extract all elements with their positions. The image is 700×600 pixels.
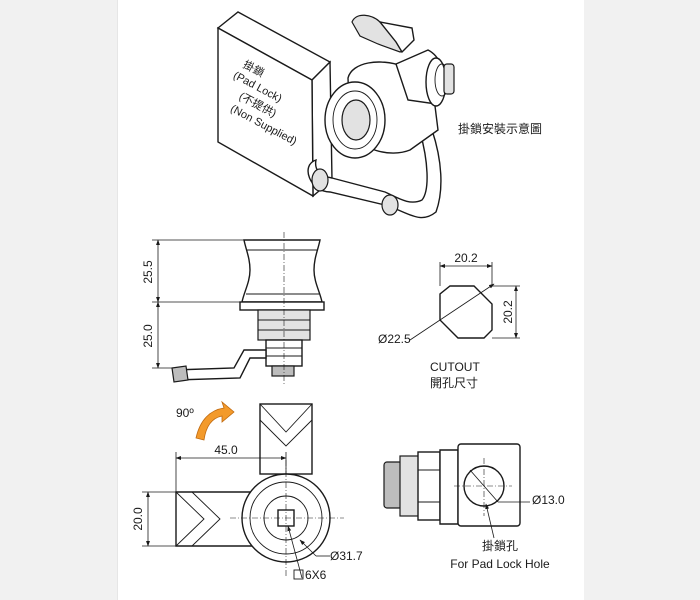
dim-head-height: 25.5 [141,260,155,284]
cutout-width: 20.2 [454,251,478,265]
cutout-diagonal: Ø22.5 [378,332,411,346]
padlock-hole-view: Ø13.0 掛鎖孔 For Pad Lock Hole [383,443,565,571]
side-elevation-view: 25.5 25.0 [141,232,325,386]
dim-square-drive: 6X6 [305,568,327,582]
cutout-label-zh: 開孔尺寸 [430,376,478,390]
padlock-hole-label-en: For Pad Lock Hole [450,557,550,571]
flange-side [239,301,325,311]
rotation-arrow [195,400,235,441]
thread-end [417,451,441,521]
isometric-install-view: 掛鎖 (Pad Lock) (不提供) (Non Supplied) 掛鎖安裝示… [216,11,542,219]
dim-body-height: 25.0 [141,324,155,348]
padlock-hole-label-zh: 掛鎖孔 [482,538,518,553]
cutout-shape [439,285,493,339]
dim-hole-dia: Ø13.0 [532,493,565,507]
dim-arm-height: 20.0 [131,507,145,531]
square-symbol [293,569,304,580]
cutout-height: 20.2 [501,300,515,324]
lock-body-iso [324,14,455,159]
nut-end [399,455,421,517]
install-caption: 掛鎖安裝示意圖 [458,121,542,136]
cutout-view: 20.2 20.2 Ø22.5 CUTOUT 開孔尺寸 [378,251,520,390]
lock-head-side [241,239,323,303]
cam-stub [271,365,295,377]
cam-arm-side [173,349,267,381]
front-view: 90º 45.0 20.0 Ø31.7 6X6 [131,400,363,582]
rotation-label: 90º [176,406,194,420]
handle-end [383,461,403,509]
dim-arm-length: 45.0 [214,443,238,457]
right-margin-bar [583,0,700,600]
dim-face-dia: Ø31.7 [330,549,363,563]
left-margin-bar [0,0,118,600]
cutout-label-en: CUTOUT [430,360,480,374]
